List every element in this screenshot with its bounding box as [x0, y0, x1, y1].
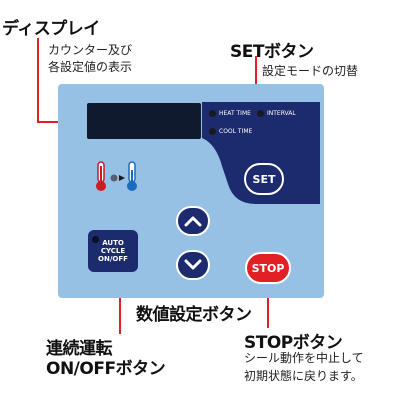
auto-cycle-led	[92, 236, 99, 243]
auto-label: AUTO	[102, 239, 124, 247]
chevron-down-icon	[184, 259, 202, 270]
set-button[interactable]: SET	[244, 163, 284, 195]
status-dot	[110, 174, 118, 182]
up-button[interactable]	[176, 206, 210, 236]
display-screen	[87, 103, 201, 139]
cycle-label: CYCLE	[100, 247, 126, 255]
set-callout-desc: 設定モードの切替	[262, 64, 359, 78]
display-callout-desc-1: カウンター及び	[48, 43, 133, 57]
stop-callout-desc-1: シール動作を中止して	[244, 351, 364, 365]
thermometer-cold-icon	[127, 161, 137, 191]
chevron-up-icon	[184, 216, 202, 227]
stop-callout-desc-2: 初期状態に戻ります。	[244, 369, 363, 383]
display-callout-title: ディスプレイ	[2, 19, 100, 39]
cool-time-led	[209, 128, 216, 135]
interval-led	[257, 110, 264, 117]
numeric-callout-title: 数値設定ボタン	[136, 305, 252, 325]
auto-callout-title-1: 連続運転	[46, 339, 113, 359]
heat-time-label: HEAT TIME	[219, 110, 251, 117]
auto-cycle-button[interactable]: AUTO CYCLE ON/OFF	[88, 230, 138, 272]
interval-label: INTERVAL	[267, 110, 296, 117]
cool-time-label: COOL TIME	[219, 128, 253, 135]
display-callout-desc-2: 各設定値の表示	[48, 60, 133, 74]
stop-button[interactable]: STOP	[245, 252, 291, 284]
auto-callout-title-2: ON/OFFボタン	[46, 359, 166, 379]
on-off-label: ON/OFF	[98, 255, 128, 263]
down-button[interactable]	[176, 250, 210, 280]
set-callout-title: SETボタン	[230, 42, 314, 62]
panel-dark-region	[202, 102, 320, 204]
thermometer-indicator	[96, 161, 137, 191]
thermometer-hot-icon	[96, 161, 106, 191]
stop-callout-title: STOPボタン	[244, 333, 343, 353]
heat-time-led	[209, 110, 216, 117]
triangle-arrow-icon	[119, 175, 125, 181]
